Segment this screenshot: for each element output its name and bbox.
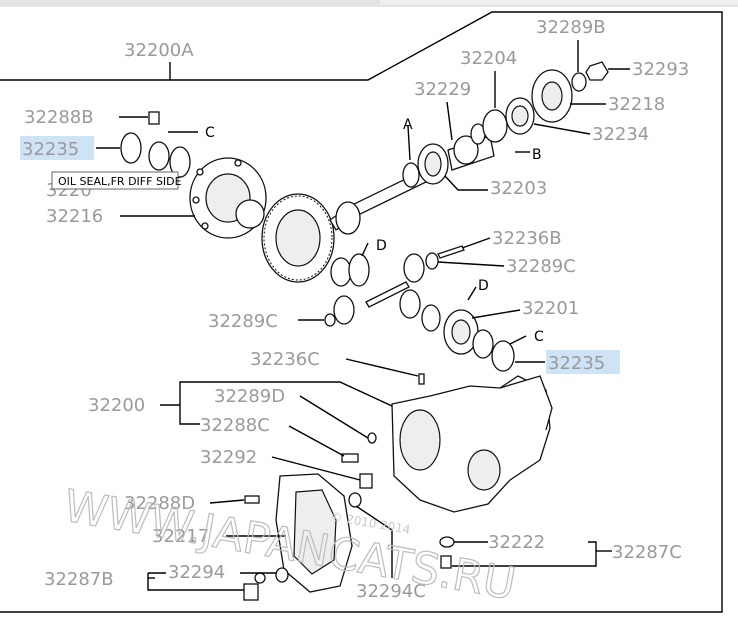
- ring-gear: [261, 193, 335, 283]
- pinion-shaft-32236b: [365, 281, 410, 308]
- leader-lines: [96, 40, 630, 591]
- part-label-32201[interactable]: 32201: [522, 298, 579, 319]
- part-label-32203[interactable]: 32203: [490, 178, 547, 199]
- bolt-32288b: [148, 111, 160, 125]
- ref-letter-a: A: [403, 117, 413, 133]
- part-label-32288c[interactable]: 32288C: [200, 415, 270, 436]
- differential-cover: [275, 473, 353, 593]
- ref-letter-d-left: D: [376, 238, 387, 254]
- part-label-32200[interactable]: 32200: [88, 395, 145, 416]
- part-label-32287b[interactable]: 32287B: [44, 569, 114, 590]
- drain-plug-32294: [243, 583, 259, 601]
- part-label-32289d[interactable]: 32289D: [214, 386, 285, 407]
- tooltip-text: OIL SEAL,FR DIFF SIDE: [58, 175, 182, 188]
- part-label-32236c[interactable]: 32236C: [250, 349, 320, 370]
- part-label-32235-right[interactable]: 32235: [548, 353, 605, 374]
- part-label-32218[interactable]: 32218: [608, 94, 665, 115]
- part-label-32293[interactable]: 32293: [632, 59, 689, 80]
- ref-letter-b: B: [532, 147, 542, 163]
- bearing-32204: [482, 109, 508, 143]
- ref-letter-c-right: C: [534, 329, 544, 345]
- tooltip: OIL SEAL,FR DIFF SIDE: [51, 171, 182, 190]
- oil-seal-right: [491, 340, 515, 372]
- part-label-32294c[interactable]: 32294C: [356, 581, 426, 602]
- part-label-32292[interactable]: 32292: [200, 447, 257, 468]
- drive-pinion: [329, 135, 495, 235]
- highlight-32235-right: [546, 350, 620, 374]
- highlight-32235-left: [20, 136, 94, 160]
- part-label-32287c[interactable]: 32287C: [612, 542, 682, 563]
- part-label-32234[interactable]: 32234: [592, 124, 649, 145]
- part-label-32236b[interactable]: 32236B: [492, 228, 562, 249]
- ref-letter-d-right: D: [478, 278, 489, 294]
- part-label-32288d[interactable]: 32288D: [124, 493, 195, 514]
- part-label-32289b[interactable]: 32289B: [536, 17, 606, 38]
- part-label-32222[interactable]: 32222: [488, 532, 545, 553]
- part-label-32235-left[interactable]: 32235: [22, 139, 79, 160]
- ref-letter-c-top: C: [205, 125, 215, 141]
- diagram-frame: [0, 11, 723, 613]
- part-label-32294[interactable]: 32294: [168, 562, 225, 583]
- part-label-32200a[interactable]: 32200A: [124, 40, 194, 61]
- part-label-32288b[interactable]: 32288B: [24, 107, 94, 128]
- plug-32222: [440, 555, 452, 569]
- part-label-32289c-right[interactable]: 32289C: [506, 256, 576, 277]
- nut-32293: [585, 61, 609, 81]
- part-labels: 32200A 32289B 32204 32293 32229 32218 32…: [22, 17, 689, 602]
- differential-carrier-housing: [391, 375, 553, 513]
- bolt-32288c: [341, 453, 359, 463]
- part-label-32216[interactable]: 32216: [46, 206, 103, 227]
- differential-case: [189, 157, 267, 239]
- part-label-32289c-left[interactable]: 32289C: [208, 311, 278, 332]
- bolt-32288d: [244, 495, 260, 504]
- oil-seal-left: [120, 132, 142, 164]
- part-label-32217[interactable]: 32217: [152, 526, 209, 547]
- part-label-32204[interactable]: 32204: [460, 48, 517, 69]
- part-label-32229[interactable]: 32229: [414, 79, 471, 100]
